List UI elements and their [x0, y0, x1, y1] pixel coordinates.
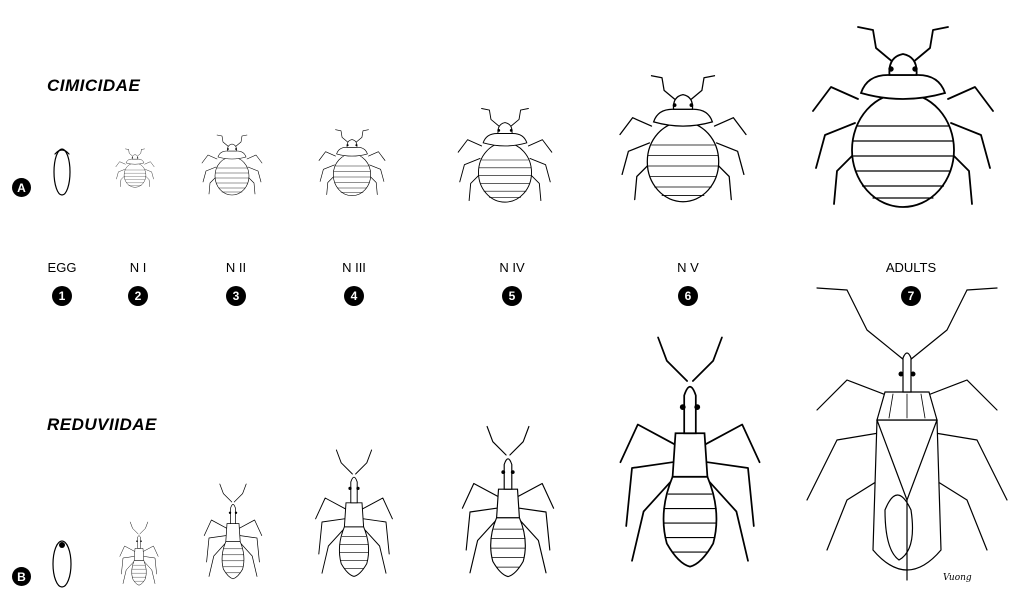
reduviidae-nymph-1	[120, 522, 158, 585]
reduviidae-adult	[807, 288, 1007, 580]
artist-signature: Vuong	[943, 573, 972, 583]
reduviidae-nymph-3	[316, 450, 393, 576]
cimicidae-nymph-3	[319, 130, 385, 196]
cimicidae-nymph-2	[202, 135, 262, 195]
cimicidae-egg	[54, 149, 70, 195]
cimicidae-nymph-1	[116, 149, 154, 187]
reduviidae-nymph-5	[620, 338, 759, 567]
cimicidae-adult	[813, 27, 993, 207]
cimicidae-nymph-4	[458, 109, 552, 203]
reduviidae-nymph-2	[204, 484, 262, 579]
cimicidae-nymph-5	[620, 76, 746, 202]
reduviidae-nymph-4	[462, 427, 553, 577]
